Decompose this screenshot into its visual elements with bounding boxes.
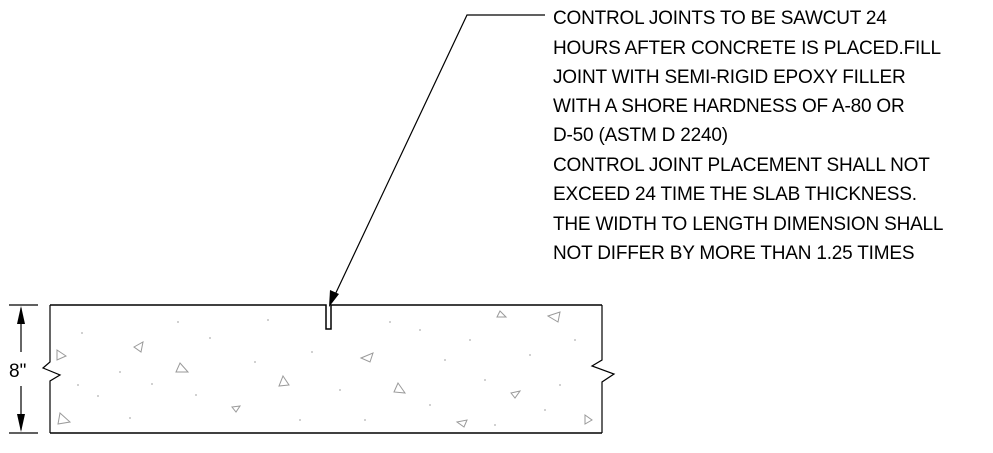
leader-arrowhead (329, 290, 339, 307)
leader (329, 14, 545, 307)
thickness-dimension: 8" (9, 304, 38, 434)
note-line: NOT DIFFER BY MORE THAN 1.25 TIMES (553, 243, 914, 264)
note-line: THE WIDTH TO LENGTH DIMENSION SHALL (553, 214, 943, 235)
dim-arrow-down (17, 414, 25, 432)
note-line: CONTROL JOINTS TO BE SAWCUT 24 (553, 8, 887, 29)
aggregate-hatch (56, 310, 593, 428)
note-line: D-50 (ASTM D 2240) (553, 125, 728, 146)
general-note: CONTROL JOINTS TO BE SAWCUT 24 HOURS AFT… (553, 8, 943, 264)
concrete-slab (41, 304, 616, 434)
note-line: WITH A SHORE HARDNESS OF A-80 OR (553, 96, 905, 117)
dimension-label: 8" (9, 361, 26, 382)
leader-line (332, 14, 545, 300)
right-break-line (590, 305, 616, 433)
dim-arrow-up (17, 306, 25, 324)
left-break-line (41, 305, 62, 433)
note-line: JOINT WITH SEMI-RIGID EPOXY FILLER (553, 67, 906, 88)
note-line: CONTROL JOINT PLACEMENT SHALL NOT (553, 155, 930, 176)
slab-top-edge (50, 304, 602, 330)
note-line: HOURS AFTER CONCRETE IS PLACED.FILL (553, 38, 941, 59)
note-line: EXCEED 24 TIME THE SLAB THICKNESS. (553, 184, 917, 205)
